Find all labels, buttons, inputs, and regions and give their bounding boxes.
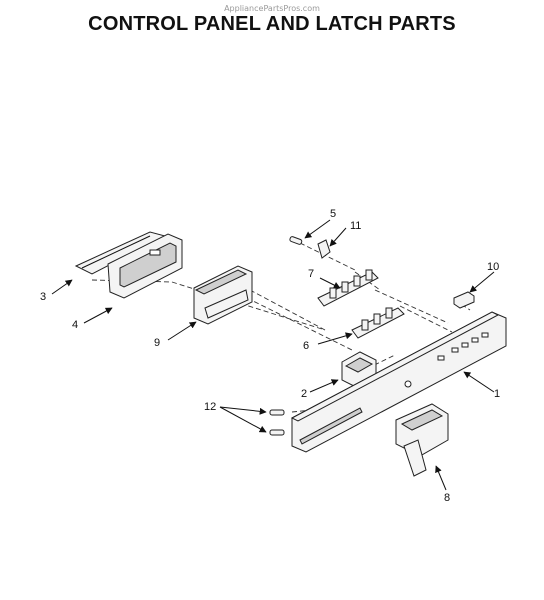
part-9-housing [193,265,253,325]
callout-12: 12 [204,401,216,413]
callout-8: 8 [444,492,450,504]
part-5-screw [289,236,303,245]
part-1-control-panel [290,311,507,453]
callout-5: 5 [330,208,336,220]
leader-lines [51,219,495,491]
callout-6: 6 [303,340,309,352]
page-title: CONTROL PANEL AND LATCH PARTS [88,13,456,35]
part-10-button [453,291,475,309]
callout-11: 11 [350,220,361,232]
callout-1: 1 [494,388,500,400]
callout-2: 2 [301,388,307,400]
part-7-switch-assembly [317,269,379,307]
part-6-switch-assembly [351,307,405,339]
callout-9: 9 [154,337,160,349]
part-4-control-board [107,233,183,299]
callout-7: 7 [308,268,314,280]
watermark: AppliancePartsPros.com [224,4,320,13]
callout-10: 10 [487,261,499,273]
part-11-clip [317,239,331,259]
callout-3: 3 [40,291,46,303]
part-8-latch [395,403,449,477]
callout-4: 4 [72,319,78,331]
part-12-screws [269,409,285,436]
